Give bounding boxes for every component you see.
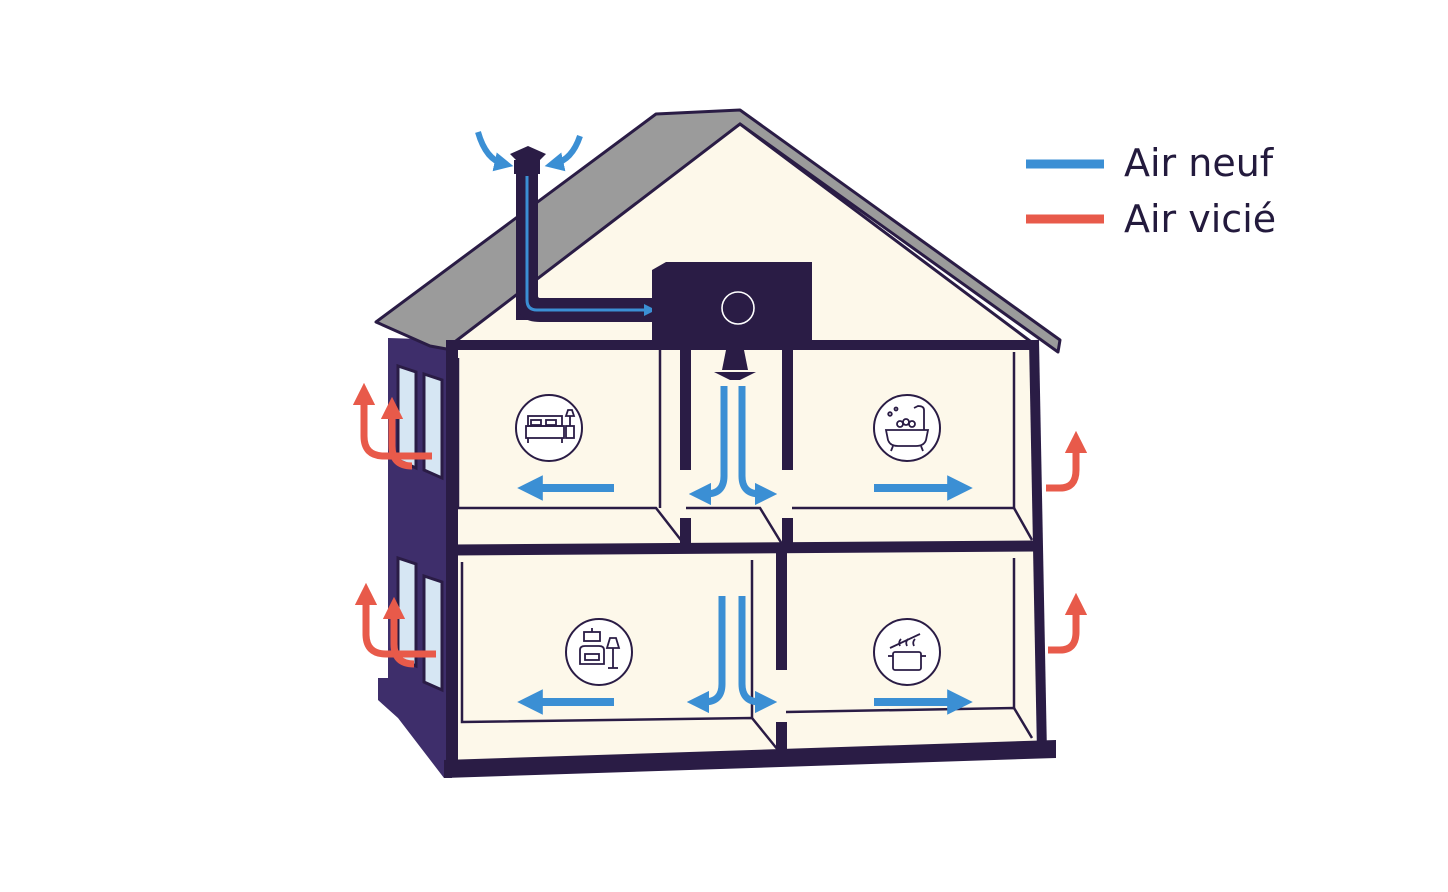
ceiling-diffuser — [714, 350, 756, 380]
roof-vent-duct — [510, 146, 660, 322]
room-bathroom — [873, 394, 941, 462]
fresh-air-arrows-lower — [517, 596, 778, 715]
legend-label-stale-air: Air vicié — [1124, 197, 1276, 241]
fresh-air-intake-arrows — [475, 131, 583, 172]
room-kitchen — [873, 618, 941, 686]
extraction-flow-arrows — [874, 475, 973, 715]
window-upper-1 — [396, 363, 418, 471]
roof-vent-cap — [510, 146, 546, 160]
armchair-lamp-icon — [579, 628, 621, 669]
room-bedroom — [515, 394, 583, 462]
ventilation-unit-fan-icon — [721, 291, 755, 325]
legend-label-fresh-air: Air neuf — [1124, 141, 1275, 185]
house-left-facade — [378, 338, 452, 778]
window-upper-2 — [422, 371, 444, 481]
fresh-air-arrows-upper — [517, 386, 778, 506]
bathtub-icon — [884, 405, 930, 452]
ventilation-unit — [652, 262, 812, 340]
cooking-pot-icon — [888, 633, 926, 671]
stale-air-arrows-left — [352, 382, 436, 668]
stale-air-arrows-right — [1046, 430, 1088, 654]
room-living — [565, 618, 633, 686]
window-lower-1 — [396, 555, 418, 669]
bed-icon — [525, 409, 576, 443]
window-lower-2 — [422, 573, 444, 693]
legend: Air neuf Air vicié — [1026, 141, 1276, 241]
